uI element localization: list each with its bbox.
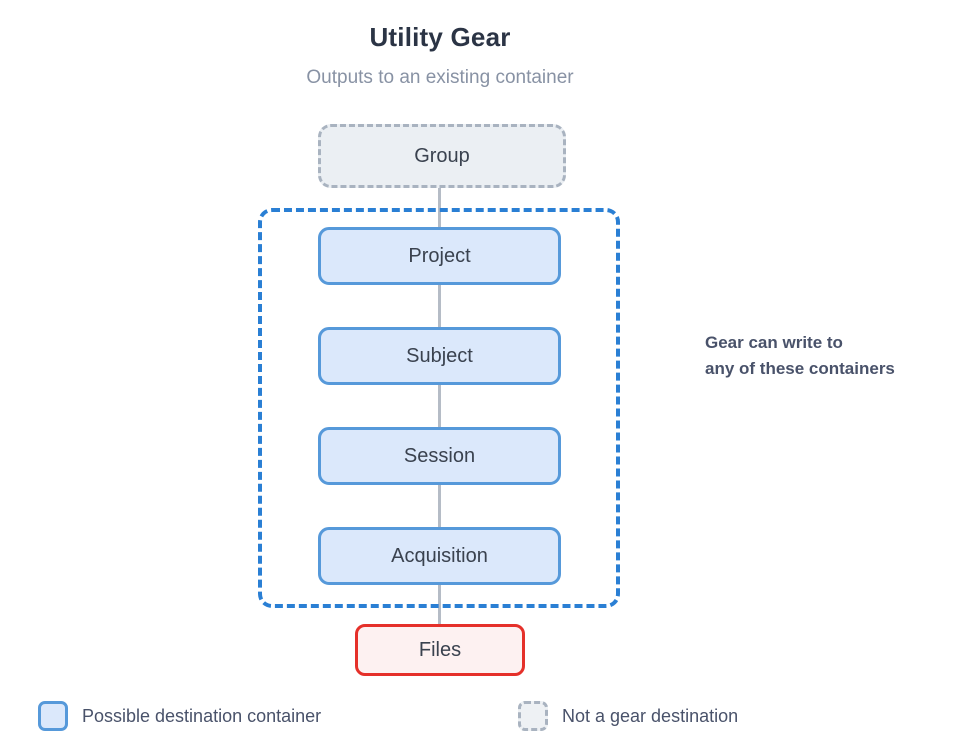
legend-swatch-gray-dashed-icon [518,701,548,731]
annotation-line-1: Gear can write to [705,333,843,352]
connector-session-acquisition [438,484,441,528]
legend-item-not-destination: Not a gear destination [518,701,738,731]
legend-swatch-blue-icon [38,701,68,731]
node-acquisition-label: Acquisition [391,544,488,567]
legend-label-not-destination: Not a gear destination [562,705,739,726]
legend-label-possible-destination: Possible destination container [82,705,322,726]
page-subtitle: Outputs to an existing container [306,67,574,88]
node-project[interactable]: Project [318,227,561,285]
node-group-label: Group [414,144,470,167]
node-subject[interactable]: Subject [318,327,561,385]
writable-containers-region [258,208,620,608]
node-acquisition[interactable]: Acquisition [318,527,561,585]
node-group[interactable]: Group [318,124,566,188]
page-title: Utility Gear [369,22,511,52]
node-files[interactable]: Files [355,624,525,676]
node-subject-label: Subject [406,344,473,367]
node-session-label: Session [403,444,476,467]
node-project-label: Project [408,244,471,267]
annotation-line-2: any of these containers [705,359,895,378]
annotation-gear-write: Gear can write to any of these container… [705,330,955,382]
connector-project-subject [438,284,441,328]
node-files-label: Files [418,638,462,661]
node-session[interactable]: Session [318,427,561,485]
connector-subject-session [438,384,441,428]
legend-item-possible-destination: Possible destination container [38,701,321,731]
